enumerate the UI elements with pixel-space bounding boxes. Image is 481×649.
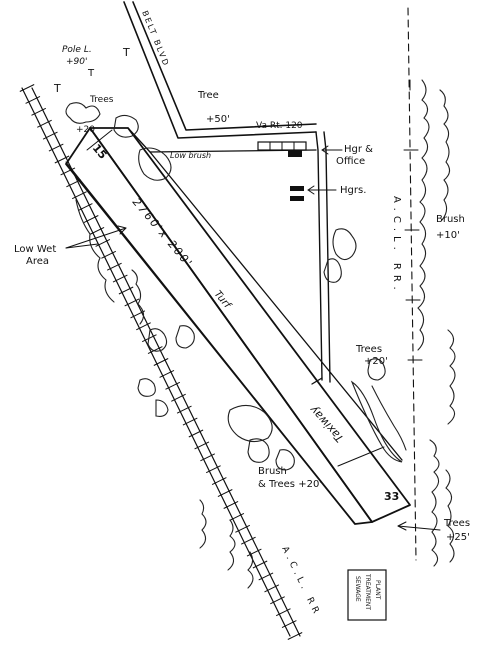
label-runway-length: 2760'x 200' xyxy=(130,196,196,271)
railroad-left xyxy=(19,84,303,640)
railroad-tie xyxy=(25,95,41,104)
railroad-tie xyxy=(136,322,151,331)
label-t-pole: T xyxy=(87,68,95,79)
railroad-tie xyxy=(118,286,134,295)
vegetation-left xyxy=(65,102,295,589)
railroad-tie xyxy=(287,632,303,640)
railroad-tie xyxy=(240,536,256,545)
label-plant-1: SEWAGE xyxy=(354,576,361,602)
railroad-tie xyxy=(77,203,93,212)
railroad-tie xyxy=(264,584,280,593)
railroad-tie xyxy=(101,250,117,259)
perimeter-road xyxy=(315,131,331,383)
label-pole-elev: +90' xyxy=(66,57,87,67)
label-low-brush: Low brush xyxy=(170,151,211,160)
railroad-tie xyxy=(205,465,221,474)
railroad-tie xyxy=(194,441,210,450)
railroad-tie xyxy=(275,608,291,617)
railroad-tie xyxy=(217,489,233,498)
railroad-tie xyxy=(270,596,285,605)
railroad-tie xyxy=(95,238,111,247)
label-low-wet-2: Area xyxy=(26,256,49,267)
label-runway-surface: Turf xyxy=(212,289,234,312)
low-wet-area-arrows xyxy=(65,225,127,249)
railroad-tie xyxy=(71,191,87,200)
label-tree: Tree xyxy=(197,90,219,101)
railroad-tie xyxy=(159,369,175,378)
label-hgr-office-1: Hgr & xyxy=(344,144,373,155)
railroad-tie xyxy=(235,524,251,533)
railroad-tie xyxy=(200,453,216,462)
label-plant-3: PLANT xyxy=(374,580,381,600)
railroad-tie xyxy=(176,405,192,414)
railroad-tie xyxy=(37,119,52,128)
label-trees-top-elev: +20 xyxy=(76,125,95,135)
railroad-tie xyxy=(60,167,76,176)
railroad-tie xyxy=(106,262,122,271)
label-trees-top: Trees xyxy=(89,95,114,105)
label-hgr-office-2: Office xyxy=(336,156,365,167)
railroad-tie xyxy=(89,226,105,235)
label-low-wet-1: Low Wet xyxy=(14,244,56,255)
label-plant-2: TREATMENT xyxy=(364,573,371,610)
runway xyxy=(65,127,411,525)
railroad-tie xyxy=(130,310,146,319)
railroad-right xyxy=(403,7,423,561)
label-brush-right-elev: +10' xyxy=(436,230,460,241)
railroad-tie xyxy=(252,560,268,569)
railroad-tie xyxy=(153,358,169,366)
label-trees-mid: Trees xyxy=(355,344,382,355)
label-route: Va Rt. 120 xyxy=(256,121,303,131)
railroad-tie xyxy=(124,298,140,307)
railroad-tie xyxy=(19,84,35,92)
label-pole: Pole L. xyxy=(62,45,92,55)
label-t-right: T xyxy=(122,46,130,59)
hangar-buildings xyxy=(257,141,307,201)
railroad-tie xyxy=(112,274,128,283)
railroad-tie xyxy=(258,572,274,581)
label-runway-end-15: 15 xyxy=(90,142,110,162)
label-tree-elev: +50' xyxy=(206,114,230,125)
railroad-tie xyxy=(165,381,181,390)
railroad-tie xyxy=(246,548,262,557)
railroad-tie xyxy=(48,143,64,152)
label-brush-right: Brush xyxy=(436,214,465,225)
railroad-tie xyxy=(83,215,99,224)
label-hgrs: Hgrs. xyxy=(340,185,366,196)
railroad-tie xyxy=(229,512,245,521)
trees-bottom-arrow xyxy=(397,521,441,531)
label-runway-end-33: 33 xyxy=(384,490,399,503)
label-t-left: T xyxy=(53,82,61,95)
label-brush-trees-2: & Trees +20' xyxy=(258,479,322,490)
railroad-tie xyxy=(281,620,297,629)
railroad-tie xyxy=(182,417,198,426)
railroad-tie xyxy=(223,500,239,509)
railroad-tie xyxy=(188,429,204,438)
label-trees-bottom: Trees xyxy=(443,518,470,529)
vegetation-right xyxy=(323,79,456,567)
sewage-plant-box xyxy=(347,569,387,621)
label-brush-trees-1: Brush xyxy=(258,466,287,477)
railroad-tie xyxy=(211,477,227,486)
railroad-tie xyxy=(42,131,58,140)
railroad-tie xyxy=(171,393,186,402)
building-pointer-arrows xyxy=(307,145,343,195)
railroad-tie xyxy=(147,346,163,355)
railroad-tie xyxy=(31,107,47,116)
label-railroad-right: A.C.L. RR. xyxy=(391,196,402,295)
belt-blvd-road xyxy=(123,1,317,139)
taxiway xyxy=(127,127,403,461)
railroad-tie xyxy=(54,155,70,164)
label-trees-bottom-elev: +25' xyxy=(446,532,470,543)
label-trees-mid-elev: +20' xyxy=(364,356,388,367)
railroad-tie xyxy=(66,179,82,188)
label-belt-blvd: BELT BLVD xyxy=(140,9,171,68)
